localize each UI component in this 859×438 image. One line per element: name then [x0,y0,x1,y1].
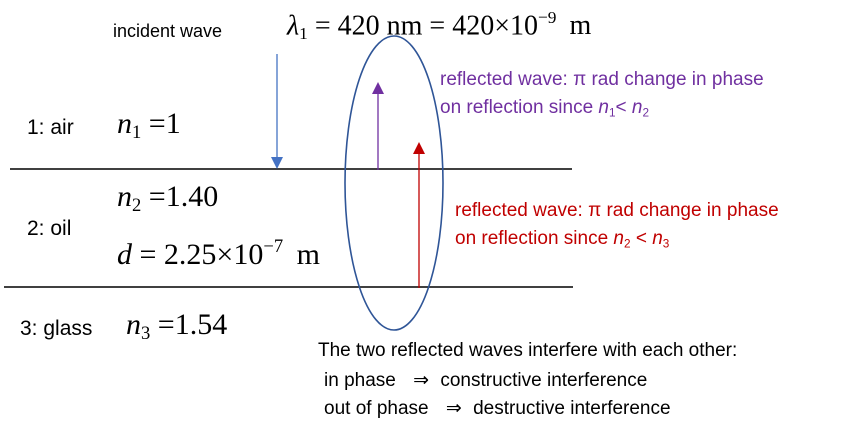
reflection-top-b: n [631,97,643,118]
reflection-bottom-b: n [652,228,663,249]
air-index-equation: n1 =1 [117,107,181,144]
reflection-top-b-sub: 2 [642,106,650,120]
wavelength-value: = 420 nm = 420×10 [314,10,538,42]
reflection-top-a: n [598,97,609,118]
in-phase-condition: in phase [324,370,396,391]
reflection-bottom-prefix: on reflection since [455,228,614,249]
lambda-symbol: λ [287,10,300,42]
reflected-arrow-top-head [372,82,384,94]
air-n-subscript: 1 [132,122,142,144]
in-phase-result: constructive interference [440,370,648,391]
reflection-top-op: < [615,97,632,118]
reflection-bottom-b-sub: 3 [662,237,670,251]
glass-n-value: =1.54 [157,308,228,341]
reflection-bottom-op: < [630,228,653,249]
thickness-value: = 2.25×10 [139,238,264,272]
lambda-subscript: 1 [299,24,308,44]
oil-n-subscript: 2 [132,195,142,217]
reflection-bottom-line2: on reflection since n2 < n3 [455,228,669,250]
interference-title: The two reflected waves interfere with e… [318,340,738,361]
wavelength-exponent: −9 [537,8,557,27]
out-of-phase-arrow: ⇒ [445,398,462,419]
thickness-unit: m [296,238,320,272]
reflection-ellipse [344,35,444,331]
layer-air-label: 1: air [27,116,74,139]
thickness-equation: d = 2.25×10−7 m [117,236,320,272]
layer-oil-label: 2: oil [27,217,72,240]
air-n-value: =1 [148,107,181,140]
interference-row-in-phase: in phase ⇒ constructive interference [324,369,647,392]
out-of-phase-result: destructive interference [473,398,671,419]
incident-arrow-head [271,157,283,169]
oil-n-value: =1.40 [148,180,219,213]
layer-glass-label: 3: glass [20,317,93,340]
glass-n-symbol: n [126,308,141,341]
reflection-top-prefix: on reflection since [440,97,599,118]
thickness-exponent: −7 [263,236,284,257]
incident-wave-label: incident wave [113,21,223,41]
wavelength-unit: m [569,10,592,42]
reflected-arrow-bottom-head [413,142,425,154]
glass-index-equation: n3 =1.54 [126,308,227,345]
oil-index-equation: n2 =1.40 [117,180,218,217]
reflection-bottom-line1: reflected wave: π rad change in phase [455,200,779,221]
out-of-phase-condition: out of phase [324,398,429,419]
reflection-top-line1: reflected wave: π rad change in phase [440,69,764,90]
thickness-symbol: d [117,238,132,272]
reflection-bottom-a-sub: 2 [624,237,631,251]
reflection-bottom-a: n [613,228,624,249]
air-n-symbol: n [117,107,132,140]
wavelength-equation: λ1 = 420 nm = 420×10−9 m [287,8,591,44]
glass-n-subscript: 3 [141,323,151,345]
oil-n-symbol: n [117,180,132,213]
interference-row-out-of-phase: out of phase ⇒ destructive interference [324,397,671,420]
reflection-top-line2: on reflection since n1< n2 [440,97,649,119]
reflection-top-a-sub: 1 [609,106,616,120]
in-phase-arrow: ⇒ [413,370,430,391]
